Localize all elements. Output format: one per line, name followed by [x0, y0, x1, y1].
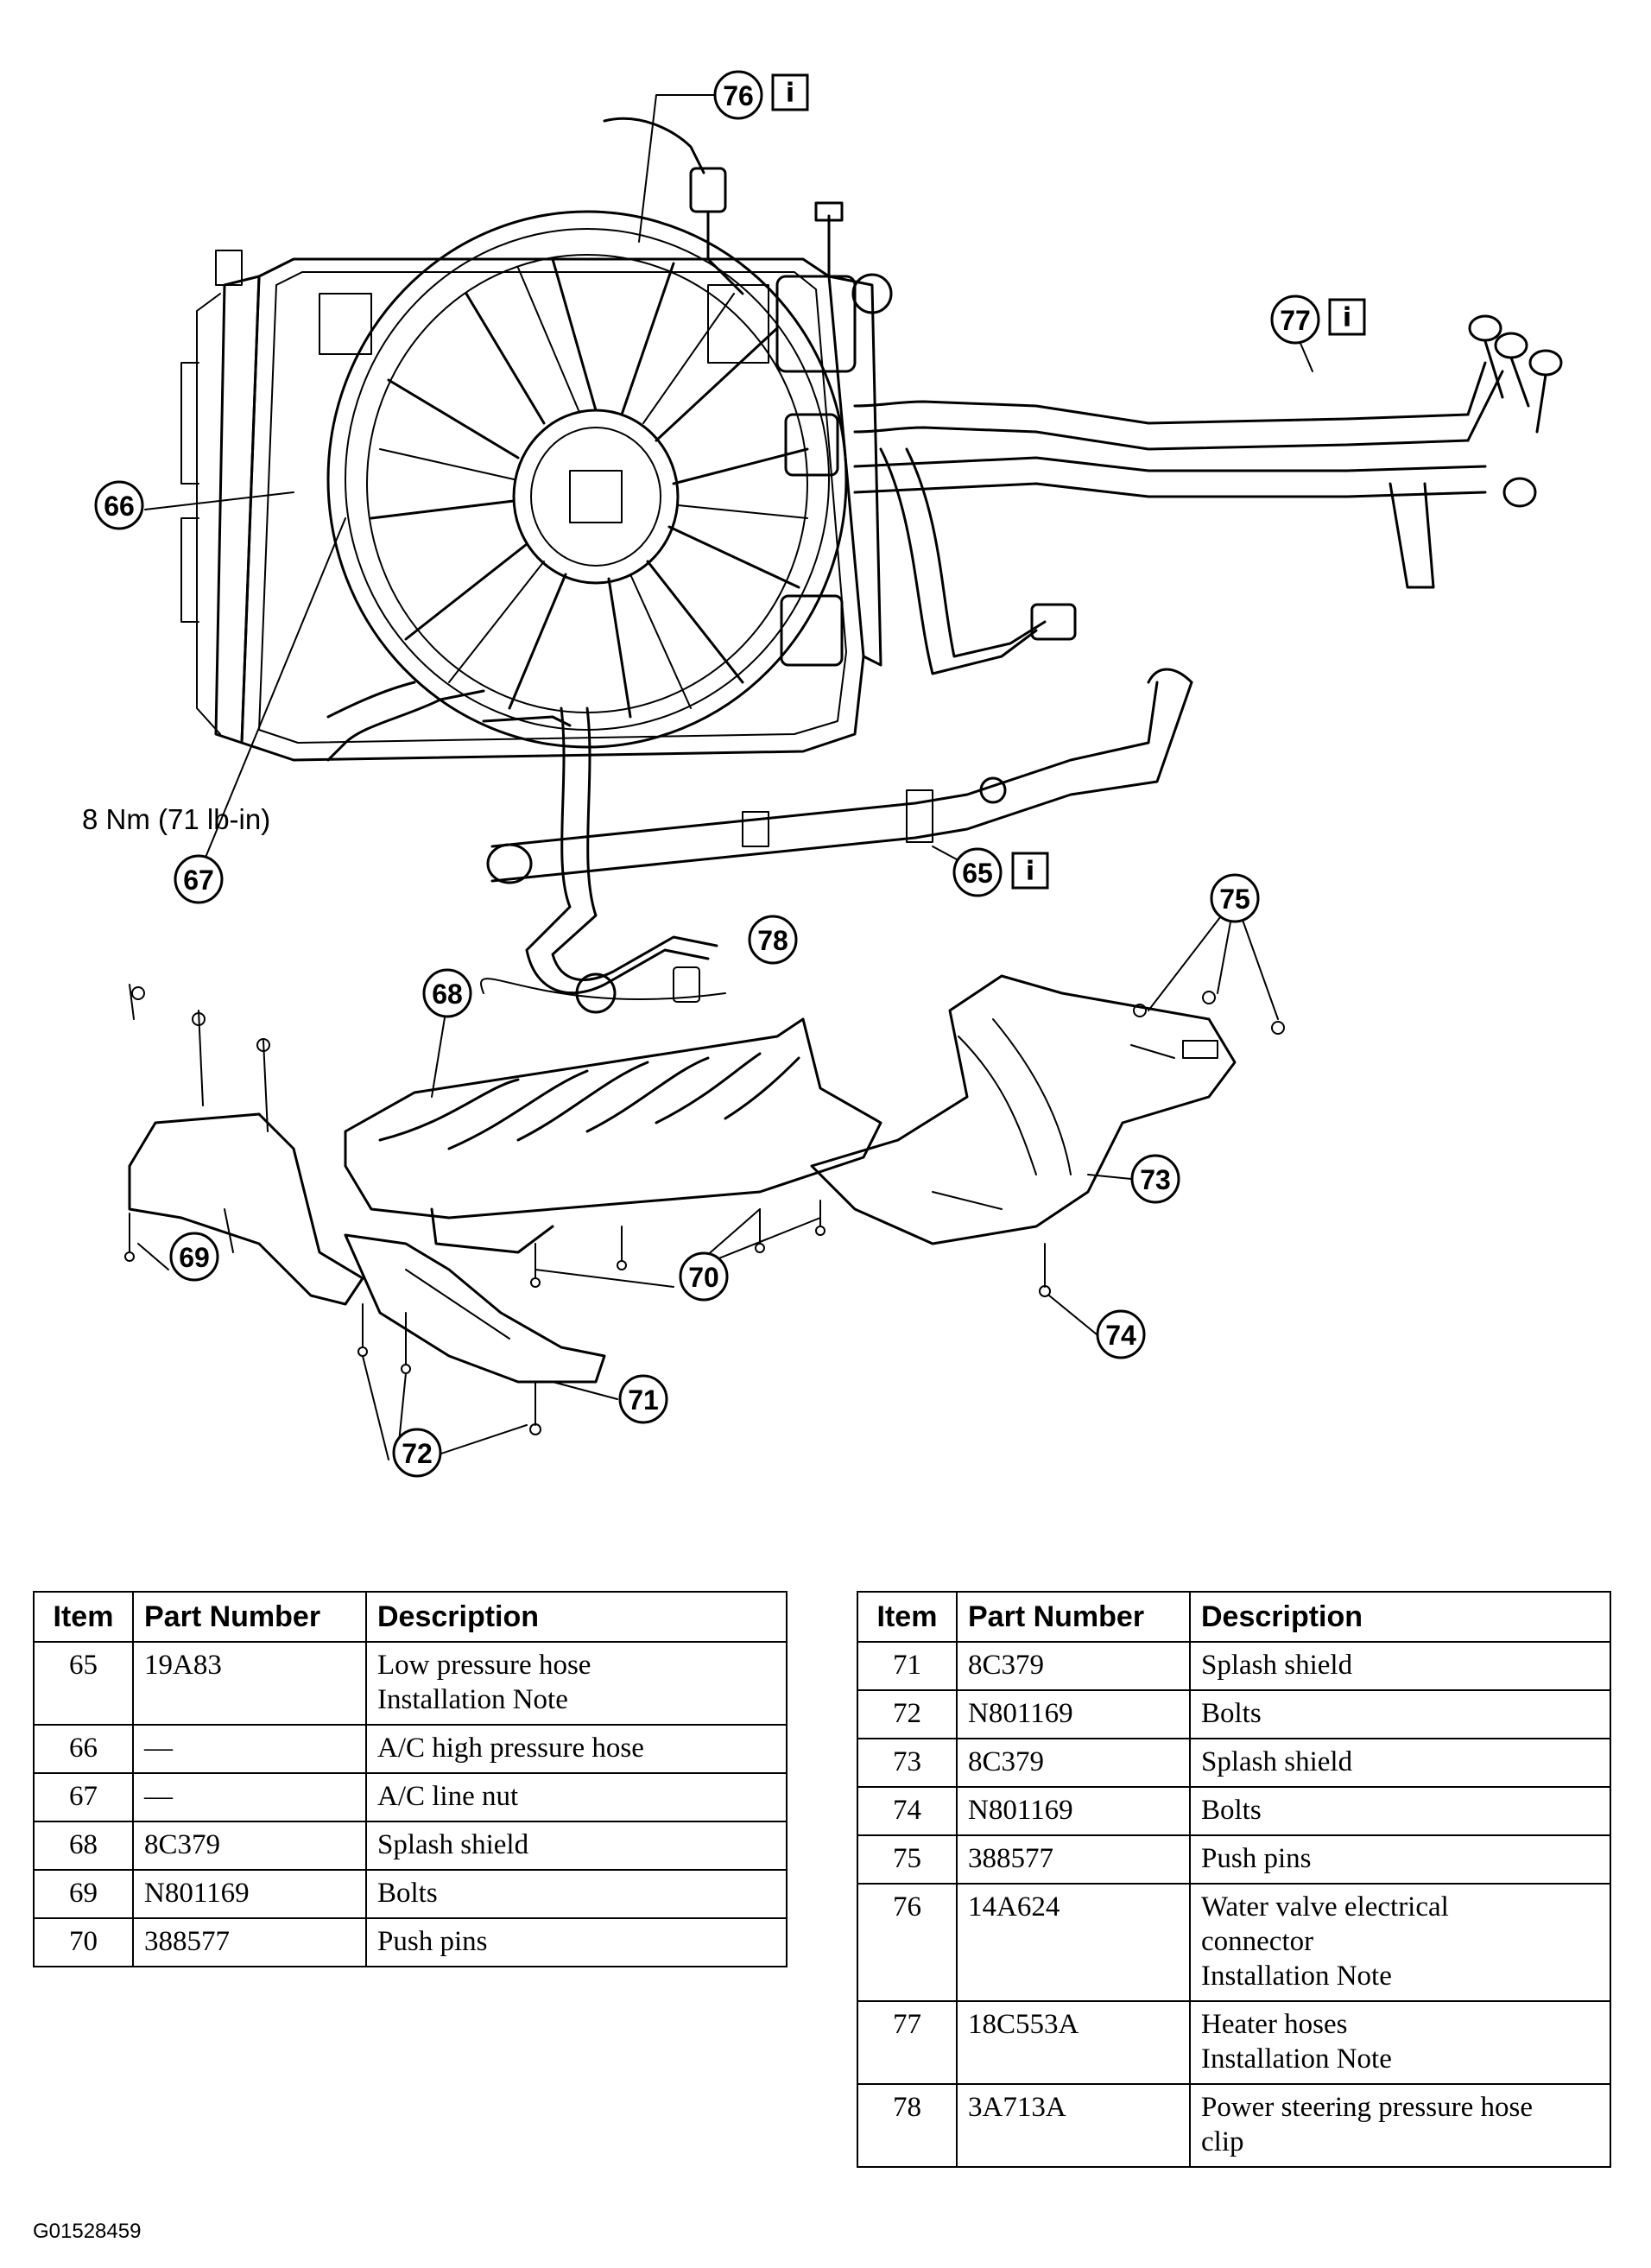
header-description: Description	[1189, 1591, 1611, 1643]
water-valve	[603, 117, 893, 667]
cell-description: Heater hoses Installation Note	[1189, 2000, 1611, 2085]
cell-part-number: —	[132, 1772, 367, 1822]
callout-69: 69	[179, 1242, 210, 1273]
callout-76: 76	[723, 80, 754, 111]
cell-description: A/C high pressure hose	[365, 1724, 788, 1774]
header-item: Item	[857, 1591, 958, 1643]
info-icon-76: i	[786, 79, 794, 109]
callout-66: 66	[104, 491, 135, 522]
heater-hoses	[853, 314, 1563, 675]
ac-hoses	[326, 668, 1193, 1014]
cell-description: Low pressure hose Installation Note	[365, 1641, 788, 1726]
cell-description: Bolts	[365, 1869, 788, 1919]
cell-item: 72	[857, 1689, 958, 1739]
cooling-fan	[326, 210, 848, 749]
callout-73: 73	[1140, 1164, 1171, 1195]
callout-71: 71	[628, 1384, 659, 1416]
cell-part-number: N801169	[956, 1689, 1191, 1739]
cell-item: 70	[33, 1917, 134, 1967]
cell-description: Power steering pressure hose clip	[1189, 2083, 1611, 2168]
table-header-row: Item Part Number Description	[33, 1591, 788, 1643]
cell-part-number: N801169	[132, 1869, 367, 1919]
cell-part-number: 19A83	[132, 1641, 367, 1726]
cell-item: 78	[857, 2083, 958, 2168]
splash-shield-left	[128, 1112, 364, 1306]
cell-description: Bolts	[1189, 1689, 1611, 1739]
cell-item: 66	[33, 1724, 134, 1774]
cell-description: Bolts	[1189, 1786, 1611, 1836]
info-icon-65: i	[1026, 857, 1034, 887]
callout-74: 74	[1105, 1320, 1136, 1351]
cell-description: Splash shield	[365, 1821, 788, 1871]
info-icon-77: i	[1343, 303, 1351, 333]
splash-shield-68	[344, 1017, 882, 1254]
cell-item: 65	[33, 1641, 134, 1726]
cell-item: 73	[857, 1738, 958, 1788]
header-item: Item	[33, 1591, 134, 1643]
header-part-number: Part Number	[956, 1591, 1191, 1643]
cell-description: Push pins	[365, 1917, 788, 1967]
cell-item: 69	[33, 1869, 134, 1919]
cell-part-number: 8C379	[956, 1738, 1191, 1788]
exploded-parts-diagram: 76 77 66 67 65 78 75 68 73 69 70 74 71 7…	[82, 70, 1563, 1478]
cell-item: 68	[33, 1821, 134, 1871]
callout-70: 70	[688, 1262, 719, 1293]
cell-item: 76	[857, 1883, 958, 2002]
cell-part-number: 14A624	[956, 1883, 1191, 2002]
callout-68: 68	[432, 979, 463, 1010]
cell-part-number: 388577	[956, 1834, 1191, 1885]
header-description: Description	[365, 1591, 788, 1643]
cell-part-number: 8C379	[956, 1641, 1191, 1691]
callout-75: 75	[1219, 884, 1250, 915]
figure-id: G01528459	[33, 2220, 142, 2243]
cell-part-number: N801169	[956, 1786, 1191, 1836]
header-part-number: Part Number	[132, 1591, 367, 1643]
cell-description: A/C line nut	[365, 1772, 788, 1822]
cell-item: 67	[33, 1772, 134, 1822]
callout-67: 67	[183, 865, 214, 896]
cell-description: Splash shield	[1189, 1641, 1611, 1691]
cell-item: 71	[857, 1641, 958, 1691]
cell-part-number: 8C379	[132, 1821, 367, 1871]
splash-shield-73	[810, 974, 1237, 1245]
table-row: 66—A/C high pressure hose	[33, 1724, 788, 1774]
callout-72: 72	[402, 1438, 433, 1469]
fasteners	[124, 984, 1285, 1435]
cell-part-number: 18C553A	[956, 2000, 1191, 2085]
cell-part-number: —	[132, 1724, 367, 1774]
callout-77: 77	[1280, 305, 1311, 336]
table-row: 67—A/C line nut	[33, 1772, 788, 1822]
callout-78: 78	[757, 925, 788, 956]
torque-spec-label: 8 Nm (71 lb-in)	[82, 803, 270, 835]
cell-item: 75	[857, 1834, 958, 1885]
table-header-row: Item Part Number Description	[857, 1591, 1611, 1643]
cell-item: 74	[857, 1786, 958, 1836]
splash-shield-71	[344, 1233, 606, 1384]
leader-lines	[137, 94, 1313, 1460]
cell-item: 77	[857, 2000, 958, 2085]
cell-description: Water valve electrical connector Install…	[1189, 1883, 1611, 2002]
cell-description: Push pins	[1189, 1834, 1611, 1885]
cell-part-number: 3A713A	[956, 2083, 1191, 2168]
cell-description: Splash shield	[1189, 1738, 1611, 1788]
cell-part-number: 388577	[132, 1917, 367, 1967]
callout-65: 65	[962, 858, 993, 889]
